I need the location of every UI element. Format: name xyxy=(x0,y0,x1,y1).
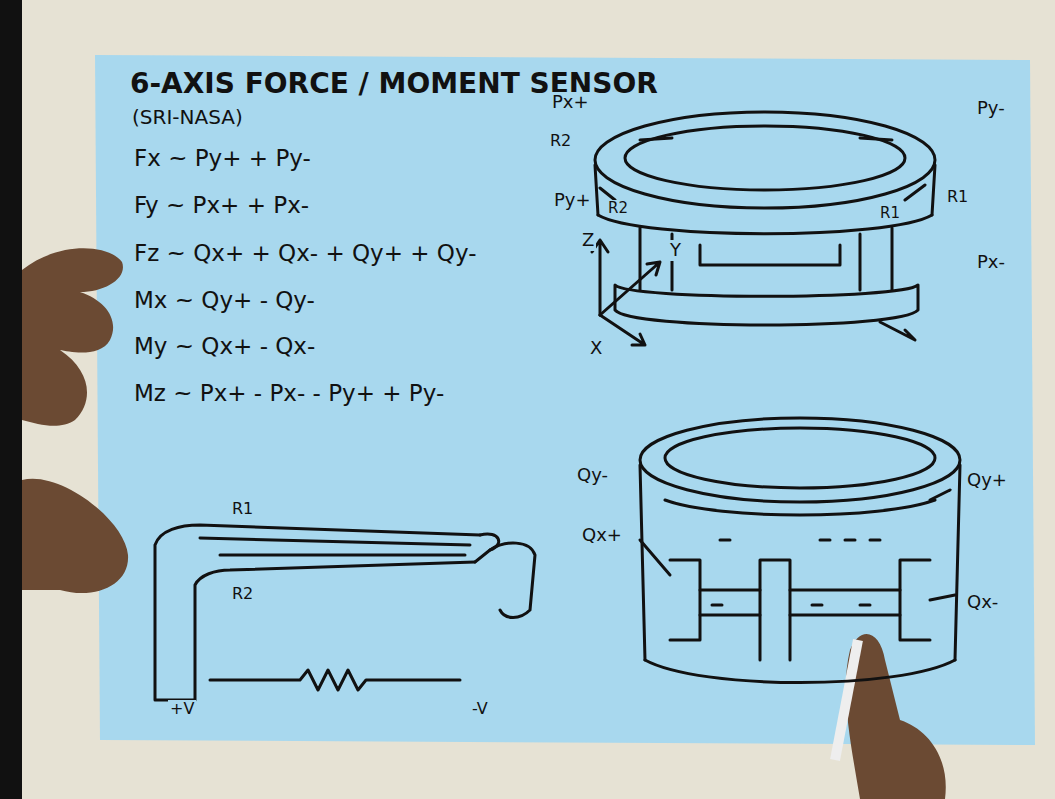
axis-label: Z xyxy=(580,230,596,251)
leader-line xyxy=(640,540,670,575)
gauge-label: Qy- xyxy=(575,465,610,486)
center-post xyxy=(760,560,790,660)
x-axis xyxy=(600,315,645,345)
terminal-label: +V xyxy=(168,700,196,718)
equation-text: Fx ~ Py+ + Py- xyxy=(132,145,313,171)
equation-text: Fz ~ Qx+ + Qx- + Qy+ + Qy- xyxy=(132,240,478,266)
resistor-label: R2 xyxy=(606,200,630,217)
upper-ring-inner xyxy=(625,126,905,190)
presenter-hand xyxy=(22,248,946,799)
gauge-label: Py- xyxy=(975,98,1007,119)
upper-flange xyxy=(615,285,918,325)
terminal-label: -V xyxy=(470,700,490,718)
resistor-label: R1 xyxy=(230,500,255,518)
flexure-post xyxy=(640,228,892,290)
arrow-mark xyxy=(600,185,925,200)
y-axis xyxy=(600,262,660,315)
gauge-label: Py+ xyxy=(552,190,593,211)
dark-edge xyxy=(0,0,22,799)
lower-ring xyxy=(640,418,960,502)
lower-band xyxy=(665,500,935,515)
left-hand xyxy=(22,248,123,425)
z-axis xyxy=(592,240,608,315)
flexure-block xyxy=(670,560,930,640)
equation-text: Mx ~ Qy+ - Qy- xyxy=(132,287,317,313)
gauge-label: Px+ xyxy=(550,92,591,113)
resistor-label: R2 xyxy=(548,132,573,150)
lower-base xyxy=(645,660,955,683)
gauge-label: Px- xyxy=(975,252,1007,273)
lower-ring-inner xyxy=(665,428,935,488)
note-text: (SRI-NASA) xyxy=(130,106,245,129)
beam-edge xyxy=(200,538,470,555)
axis-label: X xyxy=(588,338,604,359)
blue-card xyxy=(95,55,1035,745)
pen-hand xyxy=(846,634,946,799)
strain-gauge xyxy=(640,138,892,140)
equation-text: Fy ~ Px+ + Px- xyxy=(132,192,311,218)
lower-wall xyxy=(640,465,960,660)
gauge-label: Qx- xyxy=(965,592,1000,613)
axis-label: Y xyxy=(668,240,683,261)
arrow-mark xyxy=(880,322,915,340)
leader-line xyxy=(930,490,950,500)
strain-gauge xyxy=(712,604,870,607)
resistor-label: R1 xyxy=(878,205,902,222)
cantilever-beam xyxy=(155,525,480,700)
flexure-beam xyxy=(700,590,900,615)
leader-line xyxy=(930,595,955,600)
resistor-label: R2 xyxy=(230,585,255,603)
resistor-label: R1 xyxy=(945,188,970,206)
resistor-symbol xyxy=(210,670,460,690)
gauge-dots xyxy=(720,539,880,542)
equation-text: Mz ~ Px+ - Px- - Py+ + Py- xyxy=(132,380,446,406)
upper-ring xyxy=(595,112,935,208)
gauge-label: Qx+ xyxy=(580,525,624,546)
load-block xyxy=(490,543,535,617)
gauge-label: Qy+ xyxy=(965,470,1009,491)
flexure-beam xyxy=(700,245,840,265)
left-hand xyxy=(22,479,128,593)
pen xyxy=(835,640,858,760)
equation-text: My ~ Qx+ - Qx- xyxy=(132,333,317,359)
